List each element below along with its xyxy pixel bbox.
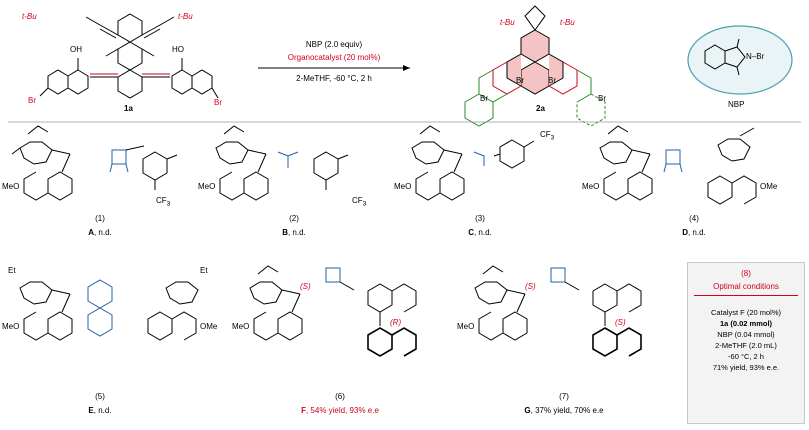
caption-1-letter: A <box>88 228 94 237</box>
caption-3-result: , n.d. <box>473 228 492 237</box>
f-stereo-s: (S) <box>300 282 311 291</box>
e-et-left: Et <box>8 266 16 275</box>
caption-3: C, n.d. <box>440 228 520 237</box>
e-et-right: Et <box>200 266 208 275</box>
ho-label: HO <box>172 45 184 54</box>
product-2a-structure <box>464 5 606 127</box>
nbp-structure <box>704 38 746 76</box>
product-br-1: Br <box>516 76 524 85</box>
caption-7: G, 37% yield, 70% e.e <box>504 406 624 415</box>
optimal-line-4: 2-MeTHF (2.0 mL) <box>715 341 777 350</box>
substrate-label: 1a <box>124 104 133 113</box>
g-stereo-s: (S) <box>525 282 536 291</box>
catalyst-a-structure <box>11 125 178 201</box>
f-stereo-r: (R) <box>390 318 402 327</box>
reagent-line-1: NBP (2.0 equiv) <box>305 40 363 49</box>
tbu-label-left: t-Bu <box>22 12 37 21</box>
nbp-ellipse <box>687 25 793 95</box>
br-label-left: Br <box>28 96 36 105</box>
caption-6-result: , 54% yield, 93% e.e <box>305 406 379 415</box>
caption-2-result: , n.d. <box>287 228 306 237</box>
caption-3-letter: C <box>468 228 474 237</box>
br-label-right: Br <box>214 98 222 107</box>
caption-2-letter: B <box>282 228 288 237</box>
optimal-lines: Catalyst F (20 mol%) 1a (0.02 mmol) NBP … <box>688 307 804 373</box>
g-stereo-s2: (S) <box>615 318 626 327</box>
c-cf3-text: CF <box>540 130 551 139</box>
a-cf3-text: CF <box>156 196 167 205</box>
a-meo: MeO <box>2 182 20 191</box>
e-ome: OMe <box>200 322 218 331</box>
c-cf3: CF3 <box>540 130 555 142</box>
product-label: 2a <box>536 104 545 113</box>
optimal-line-5: -60 °C, 2 h <box>728 352 764 361</box>
caption-5-result: , n.d. <box>93 406 112 415</box>
oh-label: OH <box>70 45 82 54</box>
optimal-title: Optimal conditions <box>713 282 779 291</box>
b-meo: MeO <box>198 182 216 191</box>
caption-7-num: (7) <box>559 392 569 401</box>
caption-1-num: (1) <box>95 214 105 223</box>
optimal-line-3: NBP (0.04 mmol) <box>717 330 775 339</box>
catalyst-d-structure <box>599 125 757 205</box>
catalyst-e-structure <box>19 279 199 341</box>
caption-6-letter: F <box>301 406 306 415</box>
optimal-conditions-box: (8) Optimal conditions Catalyst F (20 mo… <box>687 262 805 424</box>
product-br-3: Br <box>480 94 488 103</box>
tbu-label-right: t-Bu <box>178 12 193 21</box>
b-cf3-text: CF <box>352 196 363 205</box>
optimal-num: (8) <box>741 269 751 278</box>
substrate-1a-structure <box>39 13 219 99</box>
caption-7-letter: G <box>524 406 531 415</box>
a-cf3: CF3 <box>156 196 171 208</box>
caption-7-result: , 37% yield, 70% e.e <box>530 406 604 415</box>
f-meo: MeO <box>232 322 250 331</box>
caption-4-num: (4) <box>689 214 699 223</box>
catalyst-f-structure <box>249 265 417 357</box>
product-tbu-left: t-Bu <box>500 18 515 27</box>
caption-6: F, 54% yield, 93% e.e <box>280 406 400 415</box>
g-meo: MeO <box>457 322 475 331</box>
reaction-conditions: 2-MeTHF, -60 °C, 2 h <box>296 74 372 83</box>
caption-5-letter: E <box>88 406 94 415</box>
product-br-4: Br <box>598 94 606 103</box>
reagent-line-2: Organocatalyst (20 mol%) <box>287 53 381 62</box>
caption-2-num: (2) <box>289 214 299 223</box>
optimal-line-6: 71% yield, 93% e.e. <box>712 363 780 372</box>
caption-1: A, n.d. <box>60 228 140 237</box>
catalyst-b-structure <box>215 125 349 201</box>
caption-2: B, n.d. <box>254 228 334 237</box>
caption-6-num: (6) <box>335 392 345 401</box>
caption-5-num: (5) <box>95 392 105 401</box>
product-tbu-right: t-Bu <box>560 18 575 27</box>
nbp-label: NBP <box>728 100 745 109</box>
caption-4: D, n.d. <box>654 228 734 237</box>
b-cf3: CF3 <box>352 196 367 208</box>
product-br-2: Br <box>548 76 556 85</box>
catalyst-skeletons <box>11 125 757 357</box>
caption-5: E, n.d. <box>60 406 140 415</box>
caption-1-result: , n.d. <box>93 228 112 237</box>
optimal-line-2: 1a (0.02 mmol) <box>719 319 773 328</box>
d-meo: MeO <box>582 182 600 191</box>
e-meo: MeO <box>2 322 20 331</box>
d-ome: OMe <box>760 182 778 191</box>
optimal-line-1: Catalyst F (20 mol%) <box>710 308 782 317</box>
optimal-divider <box>694 295 798 296</box>
caption-4-letter: D <box>682 228 688 237</box>
caption-4-result: , n.d. <box>687 228 706 237</box>
catalyst-c-structure <box>411 125 535 201</box>
nbp-nbr-label: N–Br <box>746 52 765 61</box>
catalyst-g-structure <box>474 265 642 357</box>
c-meo: MeO <box>394 182 412 191</box>
caption-3-num: (3) <box>475 214 485 223</box>
